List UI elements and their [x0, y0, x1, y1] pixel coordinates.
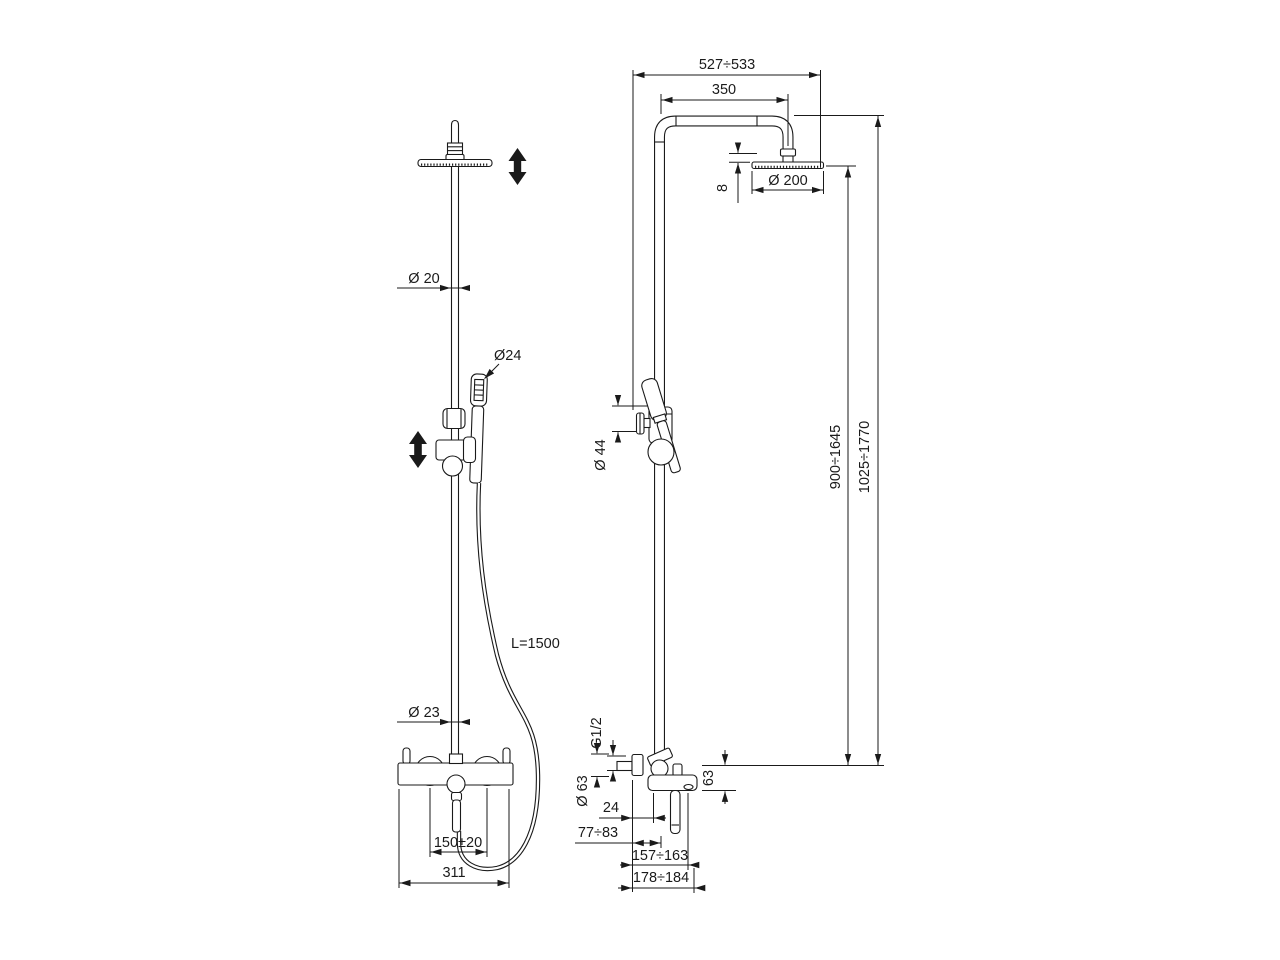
dim-label-inlet-thread: G1/2: [589, 717, 605, 748]
dim-head-diameter: Ø 200: [751, 171, 824, 194]
riser-and-arm-side: [654, 115, 794, 762]
valve-front: [397, 747, 514, 833]
dim-label-head-thickness: 8: [715, 184, 731, 192]
dim-heights: 900÷1645 1025÷1770: [702, 115, 884, 766]
dim-label-body-width: 311: [442, 865, 465, 881]
dim-handshower-diameter: Ø24: [484, 348, 521, 379]
slider-holder-front: [435, 407, 477, 477]
dim-head-thickness: 8: [715, 142, 757, 203]
dim-label-handshower-diameter: Ø24: [494, 348, 521, 364]
dim-label-wall-to-riser: 24: [603, 800, 619, 816]
valve-side: [616, 747, 698, 835]
dim-escutcheon-diameter: Ø 63: [575, 742, 609, 807]
handshower-holder-side: [635, 378, 681, 474]
dim-label-depth-to-outlet: 157÷163: [632, 848, 688, 864]
dim-label-outlet-drop: 63: [701, 770, 717, 786]
dim-lower-riser-diameter: Ø 23: [397, 705, 471, 726]
dim-wall-to-riser: 24: [599, 780, 666, 892]
hose: [456, 482, 541, 872]
slider-adjust-arrow-icon: [409, 431, 427, 468]
dim-label-hose-length: L=1500: [511, 636, 560, 652]
front-view: Ø 20 Ø24: [397, 119, 560, 888]
dim-label-head-diameter: Ø 200: [768, 173, 808, 189]
dim-overall-depth: 178÷184: [618, 868, 706, 893]
dim-body-width: 311: [398, 789, 510, 888]
dim-depth-to-outlet: 157÷163: [620, 793, 700, 870]
dim-label-overall-height: 1025÷1770: [857, 421, 873, 493]
shower-head-side: [751, 148, 825, 170]
dim-inlet-thread: G1/2: [589, 717, 626, 782]
dim-overall-reach: 527÷533: [632, 57, 821, 410]
dim-label-riser-diameter: Ø 20: [408, 271, 439, 287]
dim-label-height-to-head: 900÷1645: [828, 425, 844, 489]
dim-holder-diameter: Ø 44: [593, 394, 648, 471]
side-view: 527÷533 350 Ø 200 8: [575, 57, 884, 893]
dim-label-holder-diameter: Ø 44: [593, 439, 609, 470]
dim-arm-projection: 350: [660, 82, 789, 146]
handshower-front: [469, 373, 488, 484]
dim-label-arm-projection: 350: [712, 82, 736, 98]
dim-label-inlet-spacing: 150±20: [434, 835, 482, 851]
dim-inlet-spacing: 150±20: [429, 788, 488, 857]
dim-wall-clearance: 77÷83: [575, 825, 662, 848]
dim-label-escutcheon-diameter: Ø 63: [575, 775, 591, 806]
dim-label-lower-riser-diameter: Ø 23: [408, 705, 439, 721]
head-stub: [445, 119, 465, 163]
shower-head-front: [417, 158, 493, 168]
height-adjust-arrow-icon: [508, 148, 527, 185]
dim-outlet-drop: 63: [701, 750, 736, 804]
dim-label-overall-depth: 178÷184: [633, 870, 689, 886]
dim-label-wall-clearance: 77÷83: [578, 825, 618, 841]
dim-riser-diameter: Ø 20: [397, 271, 471, 292]
dim-label-overall-reach: 527÷533: [699, 57, 755, 73]
